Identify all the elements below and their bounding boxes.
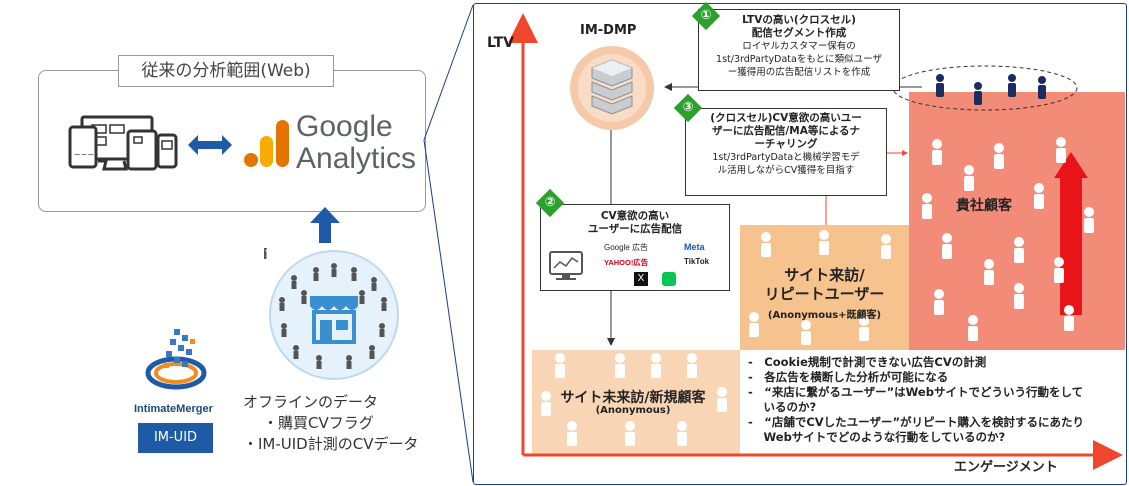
offline-line: オフラインのデータ [243,393,379,411]
im-dmp-server-icon [570,46,654,130]
benefits-notes-list: - Cookie規制で計測できない広告CVの計測 - 各広告を横断した分析が可能… [748,355,1084,445]
visitor-zone-line: サイト来訪/ [784,266,865,284]
x-axis-label: エンゲージメント [954,460,1058,475]
callout1-title-line: LTVの高い(クロスセル) [742,14,856,26]
im-uid-badge: IM-UID [138,423,213,453]
note-line: - Cookie規制で計測できない広告CVの計測 [748,355,987,369]
step1-number: ① [700,8,712,23]
callout3-body-line: ル活用しながらCV獲得を目指す [717,165,855,176]
client-people-icons [922,137,1094,341]
svg-text:~~~: ~~~ [74,150,94,159]
note-line: いるのか? [748,400,817,414]
loyal-customer-icons [936,74,1046,105]
callout2-title-line: CV意欲の高い [600,210,670,222]
visitor-people-icons [749,230,891,345]
callout1-body-line: 1st/3rdPartyDataをもとに類似ユーザ [716,54,882,65]
ltv-diagram-frame [473,3,1127,485]
callout1-title-line: 配信セグメント作成 [751,27,847,39]
im-dmp-label: IM-DMP [580,23,637,38]
note-line: - “来店に繋がるユーザー”はWebサイトでどういう行動をして [748,385,1084,399]
y-axis-label: LTV [487,35,514,51]
new-customer-people-icons [541,353,727,446]
offline-line: ・購買CVフラグ [263,414,374,432]
legacy-analysis-title: 従来の分析範囲(Web) [118,55,334,87]
callout3-title-line: ーチャリング [754,138,818,150]
intimate-merger-logo-text: IntimateMerger [134,403,213,415]
callout3-title-line: ザーに広告配信/MA等によるナ [711,125,861,137]
google-ads-logo: Google 広告 [604,243,649,252]
client-zone-label: 貴社顧客 [956,198,1012,214]
visitor-zone-sublabel: (Anonymous+既顧客) [767,310,882,321]
offline-data-list: オフラインのデータ ・購買CVフラグ ・IM-UID計測のCVデータ [243,392,418,455]
intimate-merger-logo-icon [145,329,207,390]
x-logo: X [634,272,648,286]
new-customer-zone [532,350,740,454]
callout2-title-line: ユーザーに広告配信 [587,223,683,235]
yahoo-ads-logo: YAHOO!広告 [604,258,649,267]
callout3-body-line: 1st/3rdPartyDataと機械学習モデ [712,152,860,163]
new-customer-zone-sublabel: (Anonymous) [595,405,671,416]
note-line: - “店舗でCVしたユーザー”がリピート購入を検討するにあたり [748,415,1084,429]
tiktok-logo: TikTok [684,257,710,266]
bidirectional-arrow-icon [188,135,232,155]
callout-segment-creation: LTVの高い(クロスセル) 配信セグメント作成 ロイヤルカスタマー保有の 1st… [698,9,900,91]
offline-store-crowd-icon [264,248,399,380]
devices-icon: ~~~ [68,115,178,171]
ga-word-google: Google [296,110,393,143]
new-customer-zone-label: サイト未来訪/新規顧客 [560,390,706,406]
note-line: - 各広告を横断した分析が可能になる [748,370,949,384]
offline-line: ・IM-UID計測のCVデータ [243,435,419,453]
google-analytics-logo-icon [244,120,289,167]
callout1-body-line: ロイヤルカスタマー保有の [742,41,856,52]
step2-number: ② [544,195,556,210]
visitor-zone-label: サイト来訪/ リピートユーザー [740,266,909,304]
analytics-monitor-icon [549,251,583,280]
callout-cross-sell-nurturing: (クロスセル)CV意欲の高いユー ザーに広告配信/MA等によるナ ーチャリング … [685,108,887,196]
line-logo: LINE [662,272,676,286]
ga-word-analytics: Analytics [296,142,417,175]
note-line: Webサイトでどのような行動をしているのか? [748,430,1006,444]
meta-logo: Meta [684,242,705,252]
step3-number: ③ [682,100,694,115]
visitor-zone-line: リピートユーザー [764,285,885,303]
up-arrow-icon [310,207,340,243]
callout1-body-line: ー獲得用の広告配信リストを作成 [727,67,871,78]
callout3-title-line: (クロスセル)CV意欲の高いユー [710,112,862,124]
